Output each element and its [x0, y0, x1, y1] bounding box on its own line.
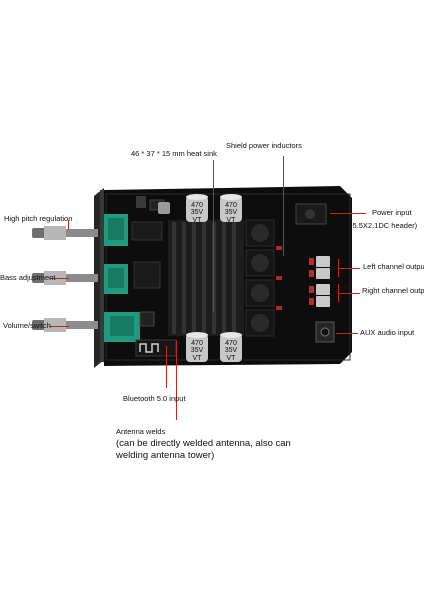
leader-line-antenna [176, 340, 177, 420]
capacitor-top-left [186, 194, 208, 222]
bluetooth-module [135, 339, 177, 357]
high-pitch-knob [32, 226, 98, 240]
capacitor-bottom-right [220, 332, 242, 362]
capacitor-bottom-left [186, 332, 208, 362]
speaker-terminals [316, 256, 330, 307]
leader-line-bass [49, 278, 69, 279]
bass-label: Bass adjustment [0, 273, 56, 282]
capacitor-top-right [220, 194, 242, 222]
power-header-label: (5.5X2.1DC header) [350, 221, 418, 230]
leader-line-volume [49, 326, 69, 327]
antenna-note: (can be directly welded antenna, also ca… [116, 438, 291, 462]
right-channel-label: Right channel output [362, 286, 424, 295]
high-pitch-label: High pitch regulation [4, 214, 73, 223]
power-input-label: Power input [372, 208, 412, 217]
leader-line-heatsink [213, 160, 214, 312]
volume-label: Volume/switch [3, 321, 51, 330]
leader-line-inductors [283, 156, 284, 256]
bluetooth-label: Bluetooth 5.0 input [123, 394, 186, 403]
antenna-label: Antenna welds [116, 427, 166, 436]
shield-inductors [245, 219, 275, 337]
heatsink-label: 46 * 37 * 15 mm heat sink [131, 149, 217, 158]
leader-line-bluetooth [166, 346, 167, 388]
leader-line-power [330, 213, 366, 214]
ic-chip [133, 261, 161, 289]
leader-line-high-pitch [68, 220, 69, 230]
leader-line-right [338, 293, 360, 294]
leader-line-left [338, 268, 360, 269]
aux-label: AUX audio input [360, 328, 415, 337]
leader-line-aux [336, 333, 358, 334]
volume-knob [32, 318, 98, 332]
ic-chip [131, 221, 163, 241]
inductors-label: Shield power inductors [226, 141, 302, 150]
left-channel-label: Left channel output [363, 262, 424, 271]
